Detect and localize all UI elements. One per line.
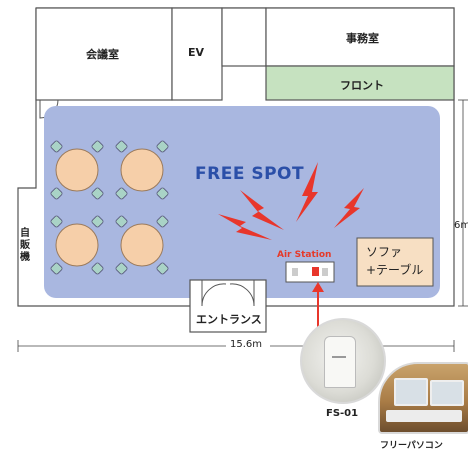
table-2 <box>115 140 169 200</box>
sofa-label-line1: ソファ <box>366 245 403 259</box>
ev-room <box>171 7 223 101</box>
width-dimension-label: 15.6m <box>230 339 263 350</box>
pc-photo <box>378 362 468 434</box>
sofa-label-line2: +テーブル <box>366 263 424 277</box>
lightning-bolts <box>218 162 364 240</box>
meeting-room <box>35 7 173 101</box>
ev-label: EV <box>188 46 205 59</box>
lightning-icon <box>240 190 284 230</box>
lightning-icon <box>296 162 318 222</box>
device-arrow <box>312 282 324 330</box>
table-4 <box>115 215 169 275</box>
device-label: FS-01 <box>326 408 359 419</box>
front-label: フロント <box>340 79 384 92</box>
vending-label: 自販機 <box>20 228 30 263</box>
sofa-table <box>356 237 434 287</box>
pc-monitor-left <box>394 378 428 406</box>
air-station-label: Air Station <box>277 250 332 260</box>
height-dimension-label: 6m <box>454 220 468 231</box>
entrance-label: エントランス <box>196 313 262 326</box>
device-unit <box>324 336 356 388</box>
office-label: 事務室 <box>346 32 379 45</box>
small-room <box>221 7 267 67</box>
table-1 <box>50 140 104 200</box>
tables <box>50 140 169 275</box>
pc-monitor-right <box>430 380 464 406</box>
pc-label: フリーパソコン <box>380 441 443 451</box>
air-station-device <box>285 261 335 283</box>
meeting-room-label: 会議室 <box>86 48 119 61</box>
height-dimension <box>458 99 468 307</box>
device-photo <box>300 318 386 404</box>
table-3 <box>50 215 104 275</box>
entrance <box>189 279 267 333</box>
office-room <box>265 7 455 67</box>
front-desk <box>265 65 455 101</box>
lightning-icon <box>334 188 364 228</box>
lightning-icon <box>218 214 272 240</box>
free-spot-title: FREE SPOT <box>195 164 305 184</box>
